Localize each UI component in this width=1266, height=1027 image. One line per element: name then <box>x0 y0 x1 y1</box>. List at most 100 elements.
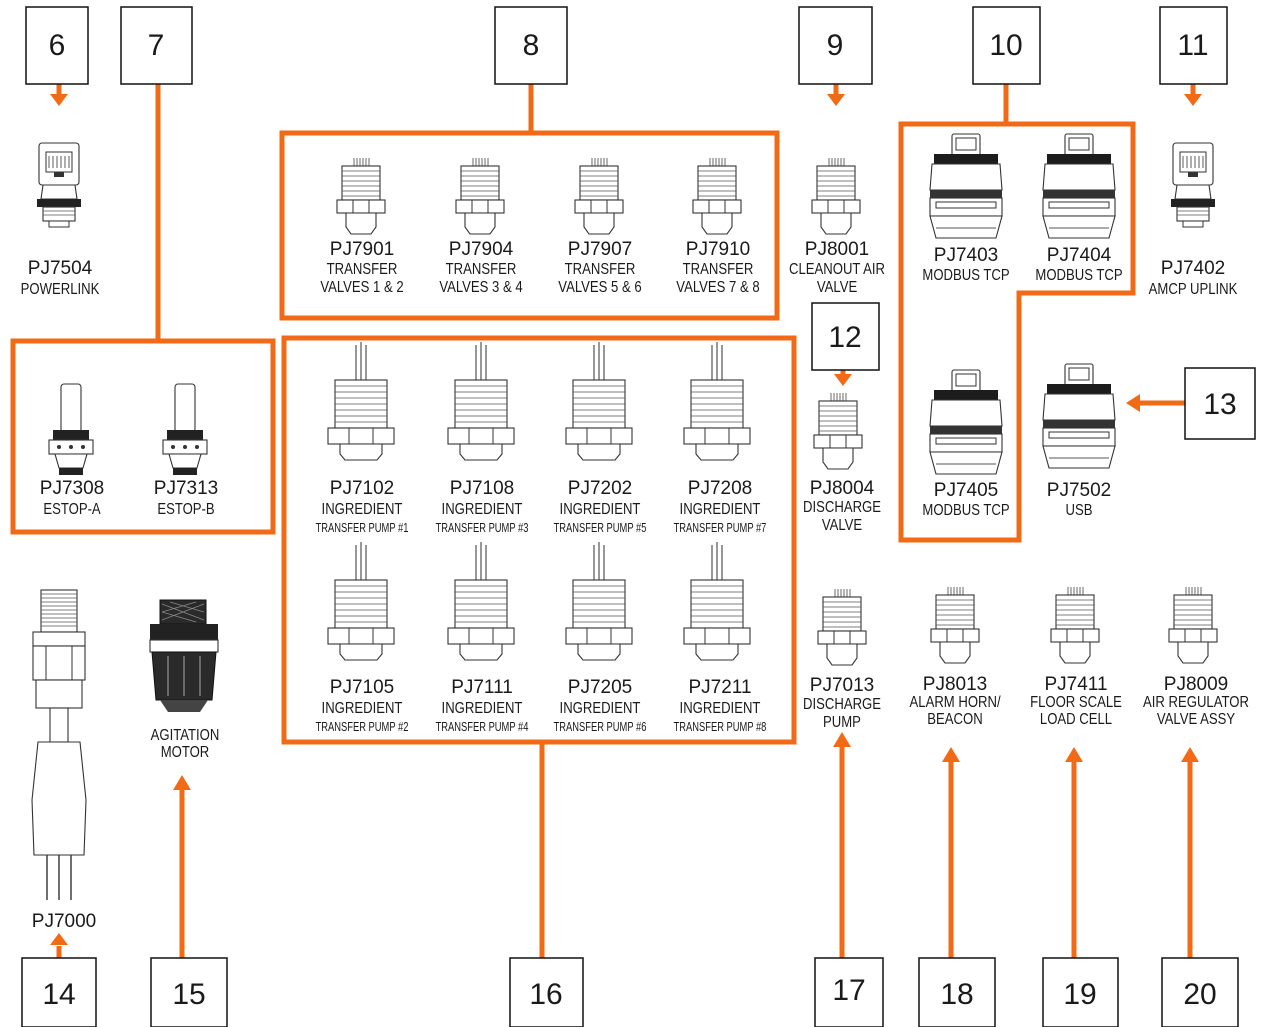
part-number: PJ7202 <box>568 478 632 499</box>
part-number: PJ7504 <box>28 258 93 279</box>
connector-function: VALVE ASSY <box>1157 711 1235 728</box>
modbus-receptacle-icon <box>929 369 1003 475</box>
part-number: PJ7208 <box>688 478 752 499</box>
estop-receptacle-icon <box>48 383 94 476</box>
connector-function: DISCHARGE <box>803 696 881 713</box>
connector-function: AIR REGULATOR <box>1143 694 1249 711</box>
part-number: PJ7108 <box>450 478 514 499</box>
connector-function: TRANSFER <box>683 261 754 278</box>
connector-subtitle: TRANSFER PUMP #3 <box>436 522 529 536</box>
part-number: PJ7910 <box>686 239 750 260</box>
callout-14: 14 <box>42 978 75 1011</box>
callout-11: 11 <box>1177 29 1208 62</box>
connector-function: POWERLINK <box>21 281 100 298</box>
callout-18: 18 <box>940 978 973 1011</box>
valve-receptacle-icon <box>930 586 980 664</box>
connector-function: VALVES 1 & 2 <box>320 279 403 296</box>
modbus-receptacle-icon <box>929 133 1003 239</box>
valve-receptacle-icon <box>813 392 863 470</box>
valve-receptacle-icon <box>455 157 505 235</box>
connector-function: INGREDIENT <box>680 700 761 717</box>
callout-7: 7 <box>148 29 165 62</box>
part-number: PJ7403 <box>934 245 998 266</box>
connector-function: INGREDIENT <box>560 700 641 717</box>
connector-function: TRANSFER <box>327 261 398 278</box>
part-number: PJ7502 <box>1047 480 1111 501</box>
pump-receptacle-icon <box>327 341 395 461</box>
callout-16: 16 <box>529 978 562 1011</box>
part-number: PJ8013 <box>923 674 987 695</box>
callout-20: 20 <box>1183 978 1216 1011</box>
connector-function: VALVE <box>817 279 858 296</box>
connector-function: INGREDIENT <box>322 700 403 717</box>
power-plug-icon <box>31 589 87 900</box>
connector-subtitle: TRANSFER PUMP #4 <box>436 721 529 735</box>
callout-6: 6 <box>49 29 66 62</box>
valve-receptacle-icon <box>811 157 861 235</box>
part-number: PJ8004 <box>810 478 875 499</box>
part-number: PJ7013 <box>810 675 874 696</box>
connector-function: ALARM HORN/ <box>910 694 1002 711</box>
connector-function: INGREDIENT <box>322 501 403 518</box>
valve-receptacle-icon <box>1050 586 1100 664</box>
connector-function: USB <box>1066 502 1093 519</box>
connector-subtitle: TRANSFER PUMP #1 <box>316 522 409 536</box>
valve-receptacle-icon <box>692 157 742 235</box>
connector-function: INGREDIENT <box>442 700 523 717</box>
part-number: PJ7404 <box>1047 245 1112 266</box>
part-number: PJ7000 <box>32 911 96 932</box>
connector-function: MODBUS TCP <box>922 267 1009 284</box>
connector-subtitle: TRANSFER PUMP #5 <box>554 522 647 536</box>
modbus-receptacle-icon <box>1042 133 1116 239</box>
connector-function: INGREDIENT <box>560 501 641 518</box>
callout-17: 17 <box>832 974 865 1007</box>
connector-function: PUMP <box>823 714 861 731</box>
connector-function: VALVES 7 & 8 <box>676 279 759 296</box>
arrowheads <box>50 94 1202 945</box>
part-number: PJ7111 <box>451 677 513 698</box>
callout-15: 15 <box>172 978 205 1011</box>
estop-receptacle-icon <box>162 383 208 476</box>
connector-function: LOAD CELL <box>1040 711 1112 728</box>
connector-function: TRANSFER <box>565 261 636 278</box>
callout-12: 12 <box>828 321 861 354</box>
connector-function: VALVE <box>822 517 863 534</box>
connector-function: INGREDIENT <box>442 501 523 518</box>
connector-function: INGREDIENT <box>680 501 761 518</box>
connector-function: ESTOP-B <box>157 501 214 518</box>
part-number: PJ7308 <box>40 478 104 499</box>
connector-function: BEACON <box>927 711 982 728</box>
connector-function: MOTOR <box>161 744 210 761</box>
usb-receptacle-icon <box>1042 363 1116 469</box>
pump-receptacle-icon <box>565 341 633 461</box>
connector-function: AGITATION <box>151 727 220 744</box>
callout-9: 9 <box>827 29 844 62</box>
pump-receptacle-icon <box>683 341 751 461</box>
connector-function: MODBUS TCP <box>1035 267 1122 284</box>
valve-receptacle-icon <box>1168 586 1218 664</box>
pump-receptacle-icon <box>447 341 515 461</box>
connector-subtitle: TRANSFER PUMP #7 <box>674 522 767 536</box>
leader-lines <box>10 84 1196 958</box>
callout-8: 8 <box>523 29 540 62</box>
connector-subtitle: TRANSFER PUMP #6 <box>554 721 647 735</box>
connector-function: ESTOP-A <box>43 501 101 518</box>
pump-receptacle-icon <box>327 541 395 661</box>
part-number: PJ7105 <box>330 677 394 698</box>
connector-drawings <box>31 133 1218 900</box>
pump-receptacle-icon <box>817 588 867 666</box>
connector-function: VALVES 5 & 6 <box>558 279 641 296</box>
connector-subtitle: TRANSFER PUMP #8 <box>674 721 767 735</box>
callout-13: 13 <box>1203 388 1236 421</box>
callout-numbers: 6 7 8 9 10 11 12 13 14 15 16 17 18 19 20 <box>42 29 1236 1011</box>
valve-receptacle-icon <box>336 157 386 235</box>
pump-receptacle-icon <box>447 541 515 661</box>
part-number: PJ7411 <box>1044 674 1107 695</box>
cord-grip-icon <box>149 599 219 712</box>
pump-receptacle-icon <box>565 541 633 661</box>
connector-function: VALVES 3 & 4 <box>439 279 522 296</box>
part-number: PJ7102 <box>330 478 394 499</box>
rj45-receptacle-icon <box>36 142 82 228</box>
connector-function: MODBUS TCP <box>922 502 1009 519</box>
